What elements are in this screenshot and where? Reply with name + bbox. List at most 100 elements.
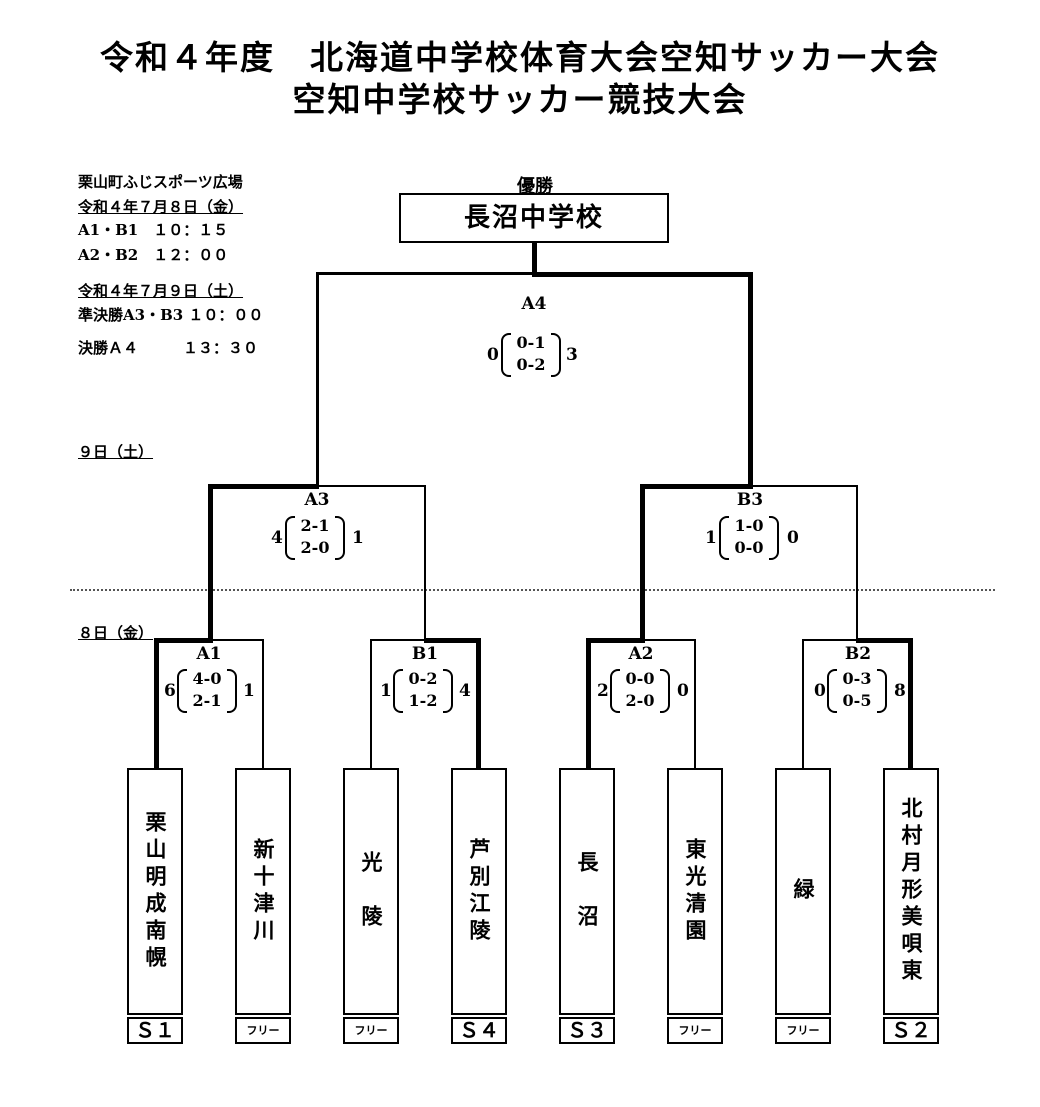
half-score-a3-2: 2-0 [300,538,330,557]
team-box-5: 長 沼 [559,768,615,1015]
team-box-2: 新十津川 [235,768,291,1015]
team-box-8: 北村月形美唄東 [883,768,939,1015]
title-line-1: 令和４年度 北海道中学校体育大会空知サッカー大会 [100,38,940,77]
schedule-day2-final: 決勝Ａ４ １３：３０ [78,339,259,357]
bracket-line [694,639,696,769]
bracket-line [750,485,858,487]
bracket-paren [393,669,403,713]
bracket-paren [769,516,779,560]
match-label-b3: B3 [736,490,764,510]
bracket-paren [501,333,511,377]
score-left-b3: 1 [705,528,717,548]
winner-label: 優勝 [517,176,553,197]
bracket-line [154,638,213,643]
team-name: 北村月形美唄東 [899,797,924,986]
half-score-b2-1: 0-3 [842,669,872,688]
score-left-a4: 0 [487,345,499,365]
bracket-line [802,639,804,769]
bracket-line [370,639,372,769]
score-right-a3: 1 [352,528,364,548]
score-right-a1: 1 [243,681,255,701]
half-score-b2-2: 0-5 [842,691,872,710]
bracket-paren [610,669,620,713]
seed-label: フリー [343,1017,399,1044]
team-name: 光 陵 [359,851,384,932]
team-name: 緑 [791,878,816,905]
team-name: 新十津川 [251,837,276,946]
bracket-paren [551,333,561,377]
half-score-a4-1: 0-1 [516,333,546,352]
bracket-paren [285,516,295,560]
schedule-day1-match2: A2・B2 １２：００ [78,246,229,264]
half-score-a2-2: 2-0 [625,691,655,710]
bracket-paren [335,516,345,560]
bracket-paren [660,669,670,713]
half-score-b3-1: 1-0 [734,516,764,535]
bracket-paren [443,669,453,713]
score-right-b2: 8 [894,681,906,701]
bracket-line [210,639,264,641]
team-box-7: 緑 [775,768,831,1015]
team-box-3: 光 陵 [343,768,399,1015]
half-score-b3-2: 0-0 [734,538,764,557]
schedule-day1-match1: A1・B1 １０：１５ [78,221,229,239]
bracket-line [532,243,537,275]
score-left-a1: 6 [164,681,176,701]
winner-box: 長沼中学校 [399,193,669,243]
bracket-line [154,638,159,769]
team-name: 長 沼 [575,851,600,932]
team-name: 芦別江陵 [467,837,492,946]
bracket-line [424,638,481,643]
score-right-a2: 0 [677,681,689,701]
score-left-a2: 2 [597,681,609,701]
bracket-line [208,484,319,489]
bracket-paren [177,669,187,713]
bracket-line [316,272,537,275]
bracket-line [856,638,913,643]
day-divider [70,589,995,591]
bracket-line [640,484,645,640]
day-label-9: ９日（土） [78,443,154,461]
half-score-a4-2: 0-2 [516,355,546,374]
bracket-line [316,485,426,487]
half-score-a1-1: 4-0 [192,669,222,688]
bracket-line [908,638,913,769]
match-label-a4: A4 [521,294,547,314]
bracket-line [802,639,858,641]
bracket-line [208,484,213,640]
half-score-b1-2: 1-2 [408,691,438,710]
half-score-a3-1: 2-1 [300,516,330,535]
seed-label: Ｓ４ [451,1017,507,1044]
bracket-paren [719,516,729,560]
schedule-day2-semifinal: 準決勝A3・B3 １０：００ [78,306,264,324]
bracket-paren [877,669,887,713]
score-right-b3: 0 [787,528,799,548]
seed-label: Ｓ３ [559,1017,615,1044]
half-score-a2-1: 0-0 [625,669,655,688]
half-score-b1-1: 0-2 [408,669,438,688]
match-label-b2: B2 [844,644,872,664]
bracket-paren [227,669,237,713]
match-label-a3: A3 [304,490,330,510]
schedule-day1-date: 令和４年７月８日（金） [78,198,244,216]
bracket-line [316,272,319,487]
schedule-venue: 栗山町ふじスポーツ広場 [78,173,243,191]
bracket-line [586,638,645,643]
half-score-a1-2: 2-1 [192,691,222,710]
seed-label: フリー [775,1017,831,1044]
seed-label: Ｓ１ [127,1017,183,1044]
bracket-line [642,639,696,641]
day-label-8: ８日（金） [78,624,154,642]
score-left-b1: 1 [380,681,392,701]
bracket-line [748,272,753,487]
bracket-line [370,639,426,641]
bracket-line [640,484,753,489]
title-line-2: 空知中学校サッカー競技大会 [292,80,748,119]
score-left-b2: 0 [814,681,826,701]
team-name: 栗山明成南幌 [143,810,168,973]
match-label-a1: A1 [196,644,222,664]
score-left-a3: 4 [271,528,283,548]
seed-label: フリー [235,1017,291,1044]
schedule-day2-date: 令和４年７月９日（土） [78,282,244,300]
bracket-line [476,638,481,769]
